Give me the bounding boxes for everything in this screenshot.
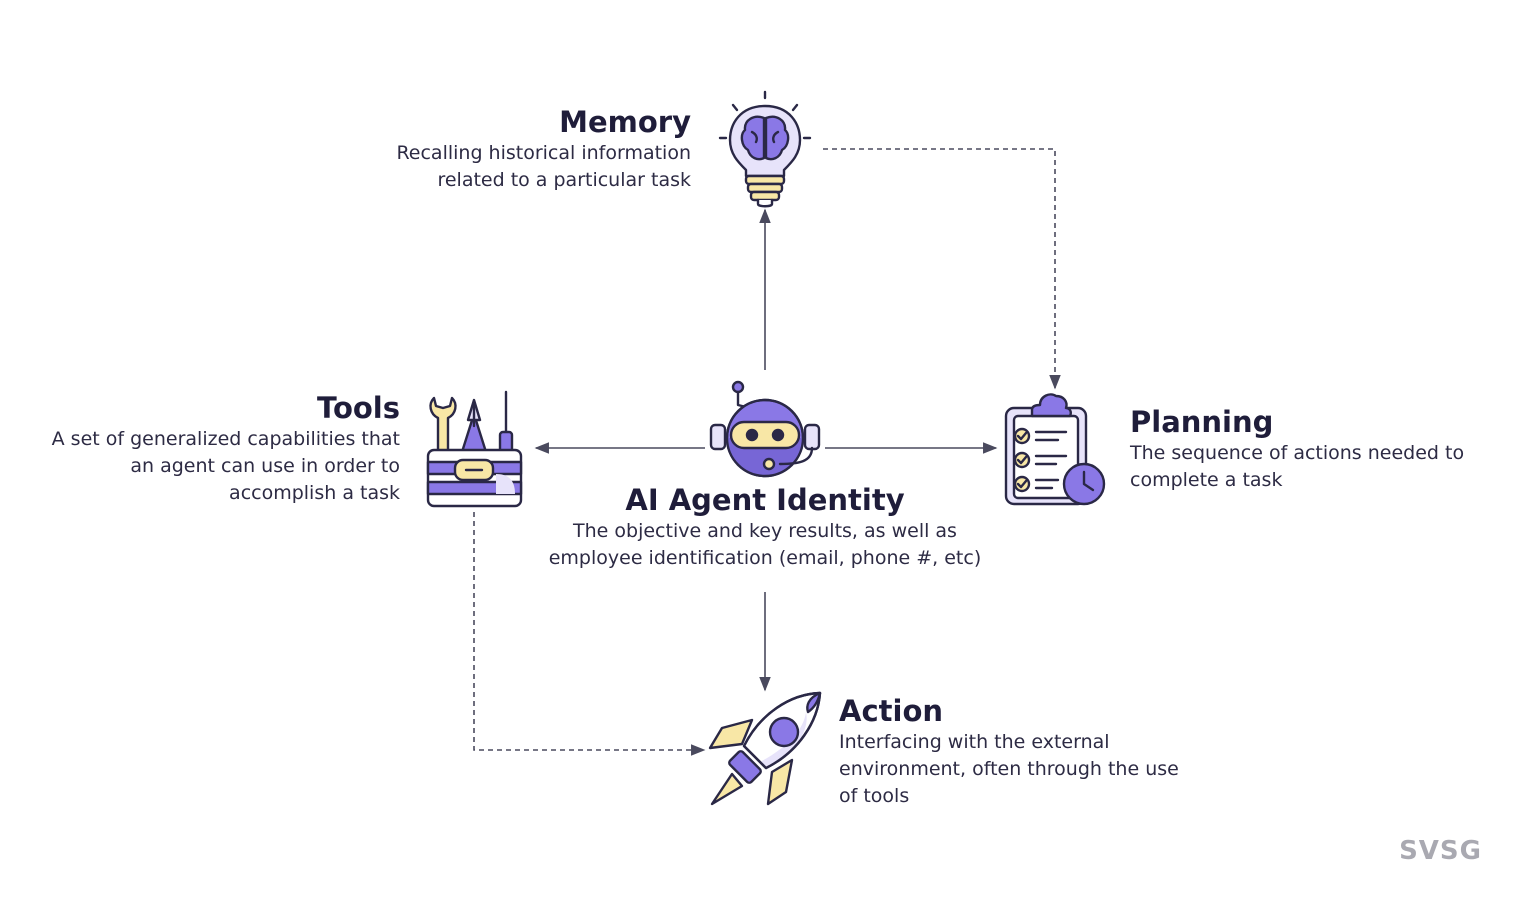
tools-desc: A set of generalized capabilities that a…: [20, 426, 400, 507]
identity-desc: The objective and key results, as well a…: [515, 518, 1015, 572]
action-title: Action: [839, 694, 944, 728]
memory-desc-line: Recalling historical information: [396, 142, 691, 164]
identity-desc-line: employee identification (email, phone #,…: [548, 547, 982, 569]
action-block: Action Interfacing with the external env…: [839, 693, 1219, 810]
identity-title: AI Agent Identity: [625, 483, 905, 517]
identity-desc-line: The objective and key results, as well a…: [573, 520, 957, 542]
lightbulb-brain-icon: [718, 90, 812, 208]
clipboard-checklist-icon: [1004, 393, 1106, 506]
connector-tools-action: [473, 512, 706, 756]
watermark-logo: SVSG: [1399, 836, 1482, 866]
tools-title: Tools: [317, 391, 400, 425]
action-desc: Interfacing with the external environmen…: [839, 729, 1219, 810]
memory-title: Memory: [559, 105, 691, 139]
connector-memory-planning: [823, 148, 1061, 390]
planning-desc-line: complete a task: [1130, 469, 1283, 491]
planning-desc: The sequence of actions needed to comple…: [1130, 440, 1510, 494]
memory-desc: Recalling historical information related…: [271, 140, 691, 194]
tools-desc-line: accomplish a task: [229, 482, 400, 504]
planning-desc-line: The sequence of actions needed to: [1130, 442, 1465, 464]
rocket-icon: [708, 691, 822, 806]
toolbox-icon: [426, 390, 523, 508]
action-desc-line: Interfacing with the external: [839, 731, 1110, 753]
memory-desc-line: related to a particular task: [437, 169, 691, 191]
tools-desc-line: A set of generalized capabilities that: [51, 428, 400, 450]
planning-title: Planning: [1130, 405, 1274, 439]
planning-block: Planning The sequence of actions needed …: [1130, 404, 1510, 494]
robot-head-icon: [709, 380, 821, 478]
tools-block: Tools A set of generalized capabilities …: [20, 390, 400, 507]
action-desc-line: environment, often through the use: [839, 758, 1179, 780]
tools-desc-line: an agent can use in order to: [130, 455, 400, 477]
memory-block: Memory Recalling historical information …: [271, 104, 691, 194]
identity-block: AI Agent Identity The objective and key …: [515, 482, 1015, 572]
action-desc-line: of tools: [839, 785, 910, 807]
